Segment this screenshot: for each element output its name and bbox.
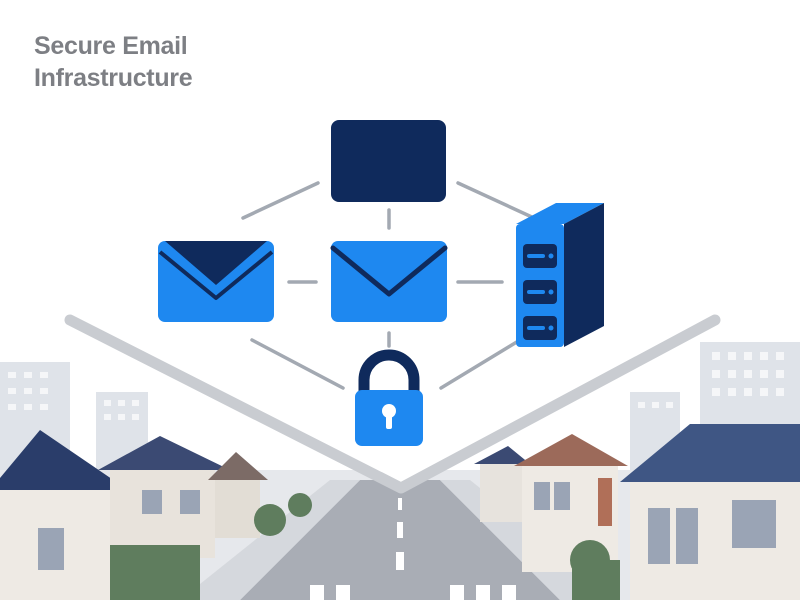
title-line-1: Secure Email <box>34 32 188 60</box>
title-line-2: Infrastructure <box>34 64 193 92</box>
server-icon <box>516 203 604 347</box>
hedge-right <box>570 540 620 600</box>
road <box>240 480 560 600</box>
envelope-icon-center <box>330 241 448 322</box>
monitor-icon <box>331 120 446 202</box>
hedge-left <box>110 493 312 600</box>
road-markings <box>310 498 516 600</box>
building-left-far <box>0 362 148 482</box>
page-title: Secure Email Infrastructure <box>34 30 193 94</box>
house-left-mid <box>98 436 268 558</box>
envelope-icon-left <box>158 241 274 322</box>
padlock-icon <box>355 349 423 446</box>
house-right-front <box>620 424 800 600</box>
network-connectors <box>241 181 536 390</box>
city-background <box>0 342 800 600</box>
house-left-front <box>0 430 128 600</box>
